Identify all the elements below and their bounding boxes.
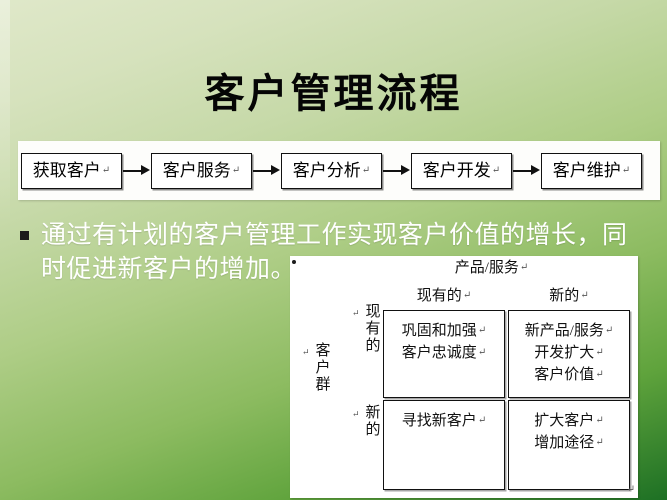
pilcrow-icon: ↵ (580, 290, 589, 301)
pilcrow-icon: ↵ (477, 347, 487, 358)
matrix-cell-existing-existing[interactable]: 巩固和加强↵ 客户忠诚度↵ (383, 310, 505, 398)
pilcrow-icon: ↵ (231, 165, 241, 176)
pilcrow-icon: ↵ (302, 347, 312, 357)
pilcrow-icon: ↵ (462, 290, 472, 301)
flow-step-2[interactable]: 客户服务↵ (151, 152, 252, 189)
arrow-head-icon (271, 165, 280, 175)
bullet-list-item: 通过有计划的客户管理工作实现客户价值的增长，同时促进新客户的增加。 (20, 219, 650, 287)
flow-step-1-label: 获取客户 (32, 160, 101, 180)
flow-step-2-label: 客户服务 (162, 160, 231, 180)
matrix-cell-line: 巩固和加强↵ (384, 320, 504, 342)
arrow-shaft (123, 169, 143, 173)
pilcrow-icon: ↵ (626, 484, 635, 495)
matrix-row-header-existing-label: 现有的 (363, 303, 380, 354)
flow-step-3-label: 客户分析 (292, 160, 361, 180)
matrix-cell-line: 新产品/服务↵ (509, 320, 629, 342)
pilcrow-icon: ↵ (477, 415, 487, 426)
arrow-head-icon (141, 165, 150, 175)
matrix-axis-label-customer-group: 客户群↵ (300, 342, 331, 393)
matrix-cell-line: 开发扩大↵ (509, 342, 629, 364)
arrow-head-icon (401, 165, 410, 175)
matrix-header-label: 产品/服务 (454, 260, 519, 276)
flow-step-4-label: 客户开发 (422, 160, 491, 180)
matrix-cell-line: 增加途径↵ (509, 432, 629, 454)
matrix-cell-line-text: 客户价值 (534, 367, 595, 383)
flow-chart-row: 获取客户↵ 客户服务↵ 客户分析↵ 客户开发↵ (18, 141, 660, 200)
matrix-cell-line-text: 扩大客户 (534, 413, 595, 429)
pilcrow-icon: ↵ (604, 325, 614, 336)
square-bullet-icon (20, 231, 29, 240)
flow-step-1[interactable]: 获取客户↵ (21, 152, 122, 189)
flow-step-5-label: 客户维护 (552, 160, 621, 180)
flow-chart: 获取客户↵ 客户服务↵ 客户分析↵ 客户开发↵ (18, 141, 660, 200)
matrix-cell-new-existing[interactable]: 寻找新客户↵ (383, 400, 505, 490)
matrix-cell-line-text: 客户忠诚度 (401, 345, 477, 361)
arrow-shaft (383, 169, 403, 173)
bullet-text: 通过有计划的客户管理工作实现客户价值的增长，同时促进新客户的增加。 (41, 222, 628, 283)
strategy-matrix: 产品/服务↵ 现有的↵ 新的↵ 客户群↵ 现有的↵ 新的↵ 巩固和加强↵ 客户忠… (290, 256, 638, 498)
matrix-header: 产品/服务↵ (290, 259, 638, 277)
matrix-column-header-new: 新的↵ (508, 287, 630, 305)
matrix-cell-line: 扩大客户↵ (509, 410, 629, 432)
flow-arrow-3 (383, 164, 410, 178)
arrow-head-icon (531, 165, 540, 175)
pilcrow-icon: ↵ (595, 415, 604, 426)
matrix-cell-line-text: 寻找新客户 (401, 413, 477, 429)
pilcrow-icon: ↵ (595, 437, 604, 448)
flow-step-5[interactable]: 客户维护↵ (541, 152, 642, 189)
arrow-shaft (513, 169, 533, 173)
pilcrow-icon: ↵ (519, 262, 529, 273)
matrix-axis-label-text: 客户群 (313, 342, 330, 393)
flow-step-3[interactable]: 客户分析↵ (281, 152, 382, 189)
matrix-row-header-new-label: 新的 (363, 404, 380, 438)
pilcrow-icon: ↵ (352, 409, 362, 419)
matrix-cell-line-text: 新产品/服务 (524, 323, 604, 339)
pilcrow-icon: ↵ (361, 165, 371, 176)
flow-arrow-2 (253, 164, 280, 178)
pilcrow-icon: ↵ (101, 165, 111, 176)
flow-step-4[interactable]: 客户开发↵ (411, 152, 512, 189)
matrix-column-header-new-label: 新的 (549, 288, 580, 304)
matrix-cell-line: 寻找新客户↵ (384, 410, 504, 432)
pilcrow-icon: ↵ (491, 165, 501, 176)
matrix-row-header-new: 新的↵ (350, 404, 381, 438)
matrix-column-header-existing: 现有的↵ (383, 287, 505, 305)
matrix-cell-existing-new[interactable]: 新产品/服务↵ 开发扩大↵ 客户价值↵ (508, 310, 630, 398)
matrix-row-header-existing: 现有的↵ (350, 303, 381, 354)
flow-arrow-1 (123, 164, 150, 178)
matrix-cell-line: 客户忠诚度↵ (384, 342, 504, 364)
matrix-cell-line-text: 巩固和加强 (401, 323, 477, 339)
pilcrow-icon: ↵ (595, 369, 604, 380)
matrix-column-header-existing-label: 现有的 (416, 288, 462, 304)
pilcrow-icon: ↵ (352, 308, 362, 318)
flow-arrow-4 (513, 164, 540, 178)
bullet-block: 通过有计划的客户管理工作实现客户价值的增长，同时促进新客户的增加。 (20, 219, 650, 287)
matrix-cell-line-text: 开发扩大 (534, 345, 595, 361)
page-title: 客户管理流程 (204, 71, 463, 116)
pilcrow-icon: ↵ (477, 325, 487, 336)
pilcrow-icon: ↵ (595, 347, 604, 358)
image-artifact-dot-icon (292, 260, 296, 264)
arrow-shaft (253, 169, 273, 173)
pilcrow-icon: ↵ (621, 165, 631, 176)
matrix-cell-new-new[interactable]: 扩大客户↵ 增加途径↵ (508, 400, 630, 490)
matrix-cell-line: 客户价值↵ (509, 364, 629, 386)
matrix-cell-line-text: 增加途径 (534, 435, 595, 451)
